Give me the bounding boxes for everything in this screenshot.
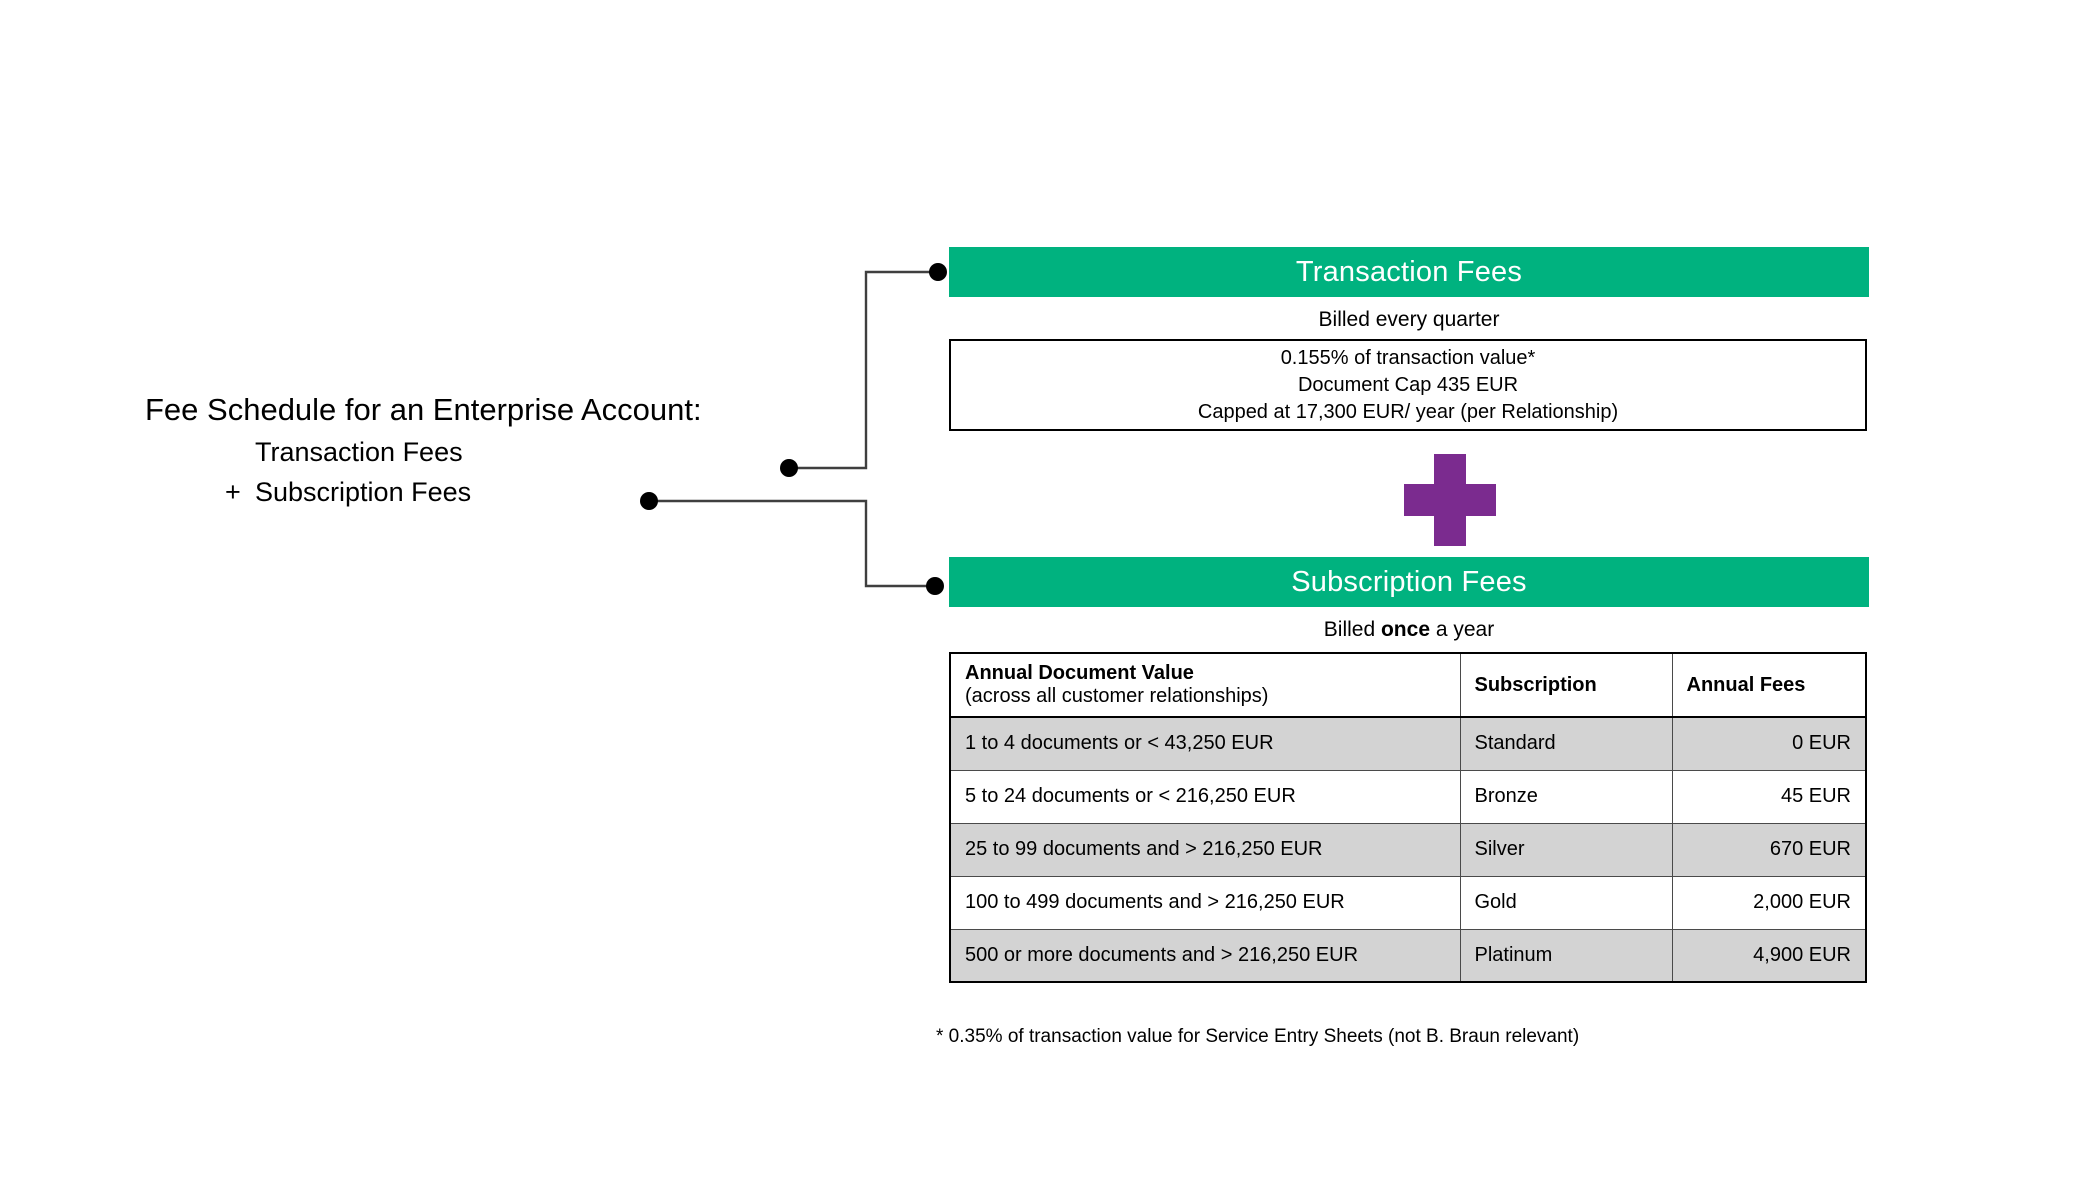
subscription-billing-note-emphasis: once <box>1380 618 1430 641</box>
connector-subscription-path <box>649 499 935 588</box>
cell-range: 5 to 24 documents or < 216,250 EUR <box>949 769 1461 824</box>
table-row: 5 to 24 documents or < 216,250 EUR Bronz… <box>949 769 1867 824</box>
cell-tier: Platinum <box>1459 928 1673 983</box>
cell-fee: 45 EUR <box>1671 769 1867 824</box>
cell-tier: Standard <box>1459 716 1673 771</box>
transaction-billing-note: Billed every quarter <box>1318 308 1500 331</box>
column-header-subscription: Subscription <box>1459 652 1673 718</box>
transaction-details-box: 0.155% of transaction value* Document Ca… <box>949 339 1867 431</box>
table-row: 500 or more documents and > 216,250 EUR … <box>949 928 1867 983</box>
cell-fee: 0 EUR <box>1671 716 1867 771</box>
table-row: 1 to 4 documents or < 43,250 EUR Standar… <box>949 716 1867 771</box>
cell-tier: Silver <box>1459 822 1673 877</box>
subscription-fees-panel: Subscription Fees Billed once a year <box>949 557 1869 645</box>
subscription-fee-table: Annual Document Value(across all custome… <box>949 652 1867 983</box>
caption-line-transaction: Transaction Fees <box>255 437 463 467</box>
cell-fee: 670 EUR <box>1671 822 1867 877</box>
column-header-annual-document-value: Annual Document Value(across all custome… <box>949 652 1461 718</box>
column-header-annual-document-value-label: Annual Document Value <box>965 662 1194 684</box>
cell-tier: Gold <box>1459 875 1673 930</box>
cell-range: 100 to 499 documents and > 216,250 EUR <box>949 875 1461 930</box>
table-header-row: Annual Document Value(across all custome… <box>949 652 1867 718</box>
table-body: 1 to 4 documents or < 43,250 EUR Standar… <box>949 716 1867 983</box>
page-title: Fee Schedule for an Enterprise Account: <box>145 392 702 427</box>
cell-tier: Bronze <box>1459 769 1673 824</box>
footnote: * 0.35% of transaction value for Service… <box>936 1026 1580 1047</box>
subscription-billing-note-prefix: Billed <box>1323 618 1381 641</box>
caption-line-subscription: + Subscription Fees <box>145 472 865 512</box>
subscription-billing-note-suffix: a year <box>1430 618 1495 641</box>
connector-subscription-end-dot <box>926 577 944 595</box>
plus-operator-text: + <box>225 477 241 507</box>
plus-icon-vertical-bar <box>1434 454 1466 546</box>
transaction-detail-annual-cap: Capped at 17,300 EUR/ year (per Relation… <box>1197 400 1619 423</box>
table-row: 25 to 99 documents and > 216,250 EUR Sil… <box>949 822 1867 877</box>
cell-range: 25 to 99 documents and > 216,250 EUR <box>949 822 1461 877</box>
cell-range: 500 or more documents and > 216,250 EUR <box>949 928 1461 983</box>
subscription-fees-header: Subscription Fees <box>949 557 1869 607</box>
cell-fee: 4,900 EUR <box>1671 928 1867 983</box>
cell-range: 1 to 4 documents or < 43,250 EUR <box>949 716 1461 771</box>
transaction-detail-document-cap: Document Cap 435 EUR <box>1297 373 1519 396</box>
table-row: 100 to 499 documents and > 216,250 EUR G… <box>949 875 1867 930</box>
connector-transaction-end-dot <box>929 263 947 281</box>
caption-block: Fee Schedule for an Enterprise Account: … <box>145 388 865 512</box>
column-header-annual-fees: Annual Fees <box>1671 652 1867 718</box>
transaction-fees-header: Transaction Fees <box>949 247 1869 297</box>
plus-icon <box>1404 454 1496 546</box>
column-header-annual-document-value-sublabel: (across all customer relationships) <box>965 685 1269 707</box>
transaction-fees-panel: Transaction Fees Billed every quarter <box>949 247 1869 335</box>
cell-fee: 2,000 EUR <box>1671 875 1867 930</box>
transaction-detail-rate: 0.155% of transaction value* <box>1280 346 1536 369</box>
caption-line-subscription-label: Subscription Fees <box>255 477 472 507</box>
subscription-billing-note: Billed once a year <box>949 607 1869 645</box>
